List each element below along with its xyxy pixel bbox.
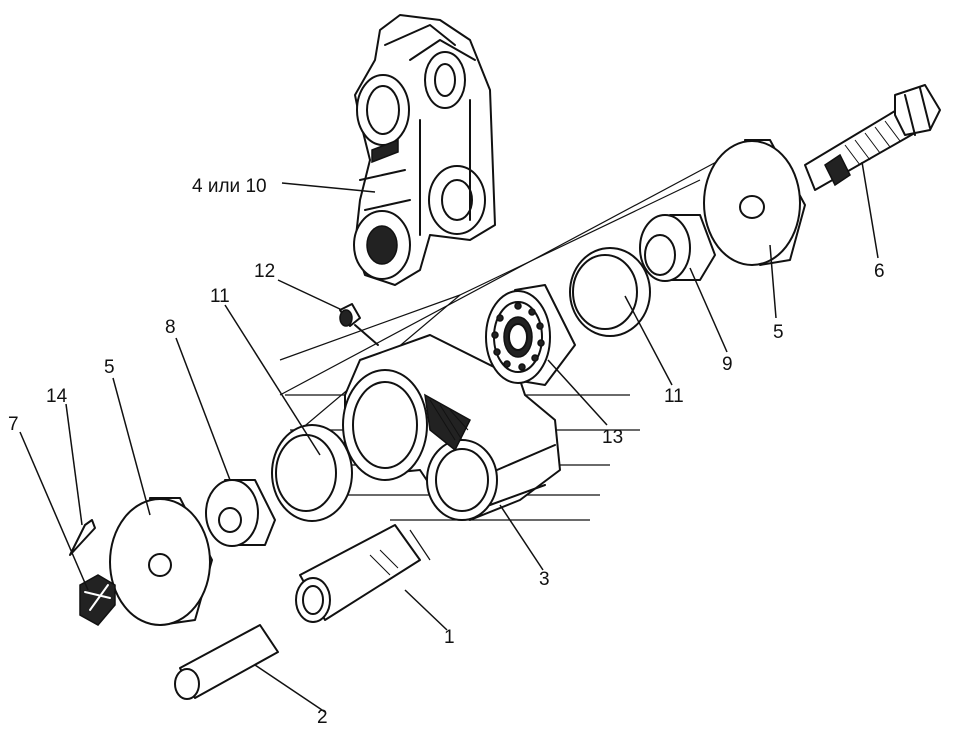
leader-8	[175, 337, 231, 481]
leader-lines	[19, 161, 879, 713]
leader-1	[404, 589, 448, 631]
label-8: 8	[165, 317, 176, 338]
leader-12	[277, 279, 343, 311]
washer-part-5-right	[703, 139, 806, 266]
label-6: 6	[874, 261, 885, 282]
leader-9	[689, 267, 728, 353]
leader-5-left	[112, 377, 151, 516]
pin-part-2	[174, 624, 279, 700]
leader-13	[547, 359, 608, 426]
leader-5-right	[769, 244, 777, 319]
castle-nut-part-7	[79, 574, 116, 626]
label-5-right: 5	[773, 322, 784, 343]
lever-bracket-part-4-10	[353, 14, 496, 286]
label-1: 1	[444, 627, 455, 648]
leader-11-right	[624, 295, 673, 386]
bushing-part-9	[639, 214, 716, 282]
label-7: 7	[8, 414, 19, 435]
leader-11-left	[224, 304, 321, 456]
label-2: 2	[317, 707, 328, 728]
grease-fitting-part-12	[339, 303, 379, 346]
ball-bearing-part-13	[485, 284, 576, 386]
leader-3	[499, 504, 544, 571]
ring-part-11-left	[271, 424, 353, 522]
ring-part-11-right	[569, 247, 651, 337]
leader-4or10	[281, 182, 376, 193]
cotter-pin-part-14	[69, 519, 96, 556]
leader-2	[254, 664, 326, 713]
leader-6	[861, 161, 879, 259]
housing-part-3	[342, 334, 561, 521]
label-13: 13	[602, 427, 623, 448]
label-4or10: 4 или 10	[192, 176, 267, 197]
leader-14	[65, 403, 83, 526]
label-11-left: 11	[210, 286, 230, 307]
washer-part-5-left	[109, 497, 213, 626]
bearing-balls	[491, 302, 545, 371]
label-12: 12	[254, 261, 275, 282]
bolt-part-6	[804, 84, 941, 191]
label-9: 9	[722, 354, 733, 375]
label-14: 14	[46, 386, 68, 407]
label-5-left: 5	[104, 357, 115, 378]
leader-7	[19, 431, 89, 591]
sleeve-part-1	[295, 524, 421, 623]
label-11-right: 11	[664, 386, 684, 407]
label-3: 3	[539, 569, 550, 590]
part-labels: 1 2 3 4 или 10 5 5 6 7 8 9 11 11 12 13 1…	[8, 176, 885, 728]
bushing-part-8	[205, 479, 276, 547]
